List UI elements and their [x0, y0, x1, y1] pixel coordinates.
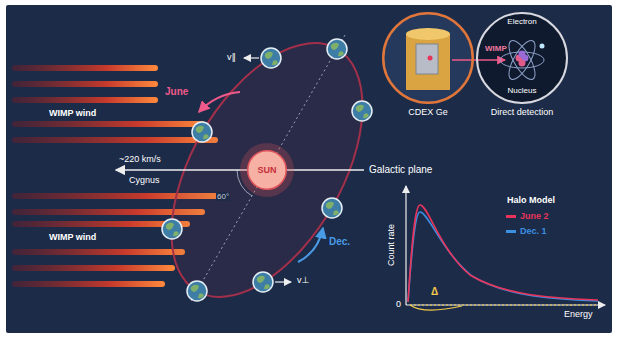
velocity-arrow [244, 57, 259, 58]
earth-disc [261, 48, 281, 68]
detector-body [406, 34, 450, 90]
earth-icon [327, 39, 347, 59]
electron-orbit [504, 37, 540, 83]
wind-streak [12, 265, 175, 271]
event-spot [428, 56, 433, 61]
earth-land [331, 43, 344, 57]
wind-streak [12, 249, 185, 255]
orbit-axis [190, 35, 345, 303]
june-curve [408, 205, 598, 302]
earth-land [191, 285, 204, 299]
sun-circle: SUN [247, 150, 287, 190]
earth-icon [322, 198, 342, 218]
detection-label: Direct detection [490, 107, 555, 117]
december-arrow [298, 228, 323, 262]
earth-icon [253, 272, 273, 292]
earth-icon [187, 281, 207, 301]
detector-lens-shape [383, 13, 473, 103]
earth-icon [192, 122, 212, 142]
sun-circle-shape [248, 151, 287, 190]
earth-icon [261, 48, 281, 68]
wind-label: WIMP wind [48, 108, 97, 118]
wind-streak [12, 137, 218, 143]
earth-land [257, 276, 270, 290]
legend-row: June 2 [506, 211, 549, 221]
wind-streak [12, 121, 205, 127]
earth-icon [162, 219, 182, 239]
electron-dot [540, 44, 545, 49]
month-label: June [164, 86, 189, 98]
sun-velocity-arrow [116, 169, 247, 171]
lens-ground [476, 12, 568, 104]
electron-label: Electron [506, 17, 537, 26]
lens-ground [382, 12, 474, 104]
legend-swatch [506, 230, 516, 233]
detector-lens: CDEX Ge [382, 12, 474, 104]
earth-land [196, 126, 209, 140]
panel-ground [6, 5, 612, 333]
earth-disc [162, 219, 182, 239]
x-axis [406, 304, 605, 305]
legend-text: June 2 [520, 211, 549, 221]
galactic-plane-line [287, 169, 364, 171]
earth-land [265, 52, 278, 66]
detector-lens-outline [382, 12, 474, 104]
earth-disc [192, 122, 212, 142]
difference-baseline [410, 305, 598, 306]
legend-swatch [506, 215, 516, 218]
velocity-label: v⊥ [296, 275, 310, 285]
detector-label: CDEX Ge [407, 107, 449, 117]
nucleon [519, 60, 526, 67]
plane-label: Galactic plane [368, 164, 433, 176]
detector-crystal [416, 44, 438, 74]
spectrum-chart [406, 186, 605, 310]
month-label: Dec. [328, 236, 351, 248]
earth-disc [253, 272, 273, 292]
legend-row: Dec. 1 [506, 226, 547, 236]
angle-label: 60° [216, 192, 230, 201]
y-axis [405, 186, 406, 305]
axis-title: Count rate [386, 223, 396, 267]
axis-title: Energy [563, 309, 594, 319]
earth-disc [327, 39, 347, 59]
difference-curve [410, 305, 462, 310]
sun-label: SUN [256, 165, 277, 175]
earth-disc [352, 101, 372, 121]
sun-glow [240, 143, 294, 197]
nucleon [519, 51, 526, 58]
legend-title: Halo Model [506, 195, 556, 205]
wimp-label: WIMP [484, 44, 508, 53]
earth-disc [322, 198, 342, 218]
earth-disc [187, 281, 207, 301]
earth-icon [352, 101, 372, 121]
earth-land [326, 202, 339, 216]
velocity-arrow [275, 281, 291, 282]
earth-land [166, 223, 179, 237]
detector-top [406, 28, 450, 40]
difference-label: Δ [430, 286, 439, 298]
nucleus-label: Nucleus [507, 86, 538, 95]
speed-label: ~220 km/s [118, 154, 162, 164]
ge-detector [406, 28, 450, 90]
wind-streak [12, 281, 165, 287]
direction-label: Cygnus [128, 175, 161, 185]
velocity-label: v∥ [226, 52, 237, 62]
electron-orbit [504, 37, 540, 83]
detection-lens-shape [477, 13, 567, 103]
detection-lens: ElectronWIMPNucleusDirect detection [476, 12, 568, 104]
wind-streak [12, 97, 158, 103]
wimp-track [452, 59, 505, 61]
legend-text: Dec. 1 [520, 226, 547, 236]
wind-streak [12, 81, 158, 87]
earth-land [356, 105, 369, 119]
axis-tick: 0 [395, 299, 402, 309]
wind-label: WIMP wind [48, 232, 97, 242]
june-arrow [199, 92, 240, 112]
wind-streak [12, 65, 158, 71]
